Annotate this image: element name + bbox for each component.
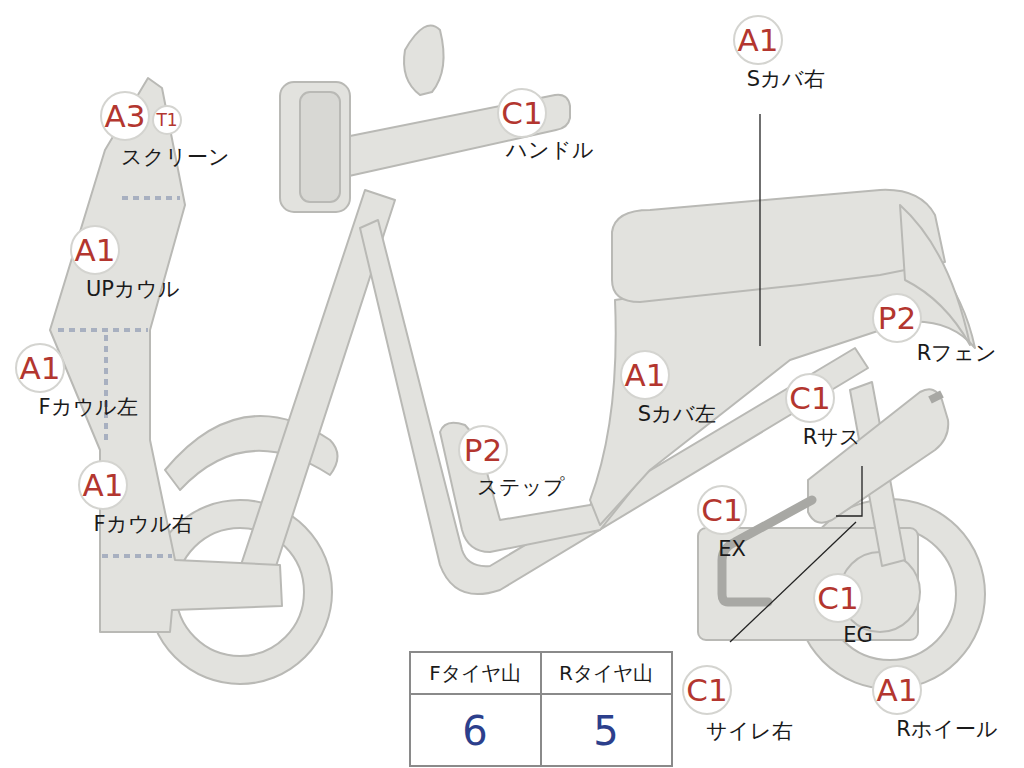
callout-circle: A1	[872, 665, 922, 715]
callout-circle: A1	[733, 15, 783, 65]
callout-circle: C1	[813, 573, 863, 623]
callout-circle: A1	[15, 343, 65, 393]
table-header: Fタイヤ山	[429, 663, 521, 683]
callout-code: C1	[686, 675, 727, 706]
callout-circle: P2	[872, 293, 922, 343]
part-name: サイレ右	[706, 720, 793, 743]
callout-circle: P2	[458, 425, 508, 475]
table-header: Rタイヤ山	[559, 663, 653, 683]
callout-circle: A3	[100, 91, 150, 141]
callout-circle: A1	[78, 460, 128, 510]
callout-code: A1	[625, 360, 666, 391]
callout-code: T1	[156, 112, 177, 129]
callout-circle: C1	[497, 88, 547, 138]
headlight	[280, 82, 350, 212]
callout-circle: A1	[620, 350, 670, 400]
front-cowl	[50, 78, 282, 632]
part-name: EG	[843, 624, 873, 647]
part-name: ハンドル	[506, 139, 594, 162]
tread-value: 6	[462, 711, 487, 751]
part-name: Rサス	[803, 426, 862, 449]
callout-code: P2	[878, 303, 916, 334]
muffler-tip	[930, 394, 942, 400]
seat	[612, 190, 945, 302]
callout-code: A1	[20, 353, 61, 384]
callout-circle: C1	[682, 665, 732, 715]
callout-code: A1	[83, 470, 124, 501]
part-name: Fカウル右	[93, 513, 192, 536]
callout-code: C1	[501, 98, 542, 129]
callout-circle: C1	[697, 485, 747, 535]
mirror	[404, 26, 444, 96]
part-name: UPカウル	[86, 278, 180, 301]
part-name: Rホイール	[896, 718, 998, 741]
callout-circle: C1	[785, 373, 835, 423]
callout-code: A1	[75, 235, 116, 266]
part-name: スクリーン	[121, 146, 230, 169]
callout-circle: T1	[152, 105, 182, 135]
callout-code: C1	[789, 383, 830, 414]
callout-code: A3	[105, 101, 146, 132]
callout-code: A1	[738, 25, 779, 56]
headlight-lens	[300, 92, 340, 202]
tread-value: 5	[593, 711, 618, 751]
part-name: EX	[718, 538, 746, 561]
leader-lines	[730, 114, 862, 642]
callout-code: C1	[701, 495, 742, 526]
callout-code: P2	[464, 435, 502, 466]
part-name: Sカバ右	[747, 68, 825, 91]
tread-table	[410, 652, 672, 766]
part-name: Sカバ左	[638, 403, 716, 426]
callout-code: A1	[877, 675, 918, 706]
part-name: Fカウル左	[38, 396, 137, 419]
panel-dividers	[58, 198, 180, 556]
callout-code: C1	[817, 583, 858, 614]
part-name: Rフェン	[917, 342, 998, 365]
part-name: ステップ	[477, 476, 565, 499]
handlebar	[330, 95, 570, 178]
callout-circle: A1	[70, 225, 120, 275]
